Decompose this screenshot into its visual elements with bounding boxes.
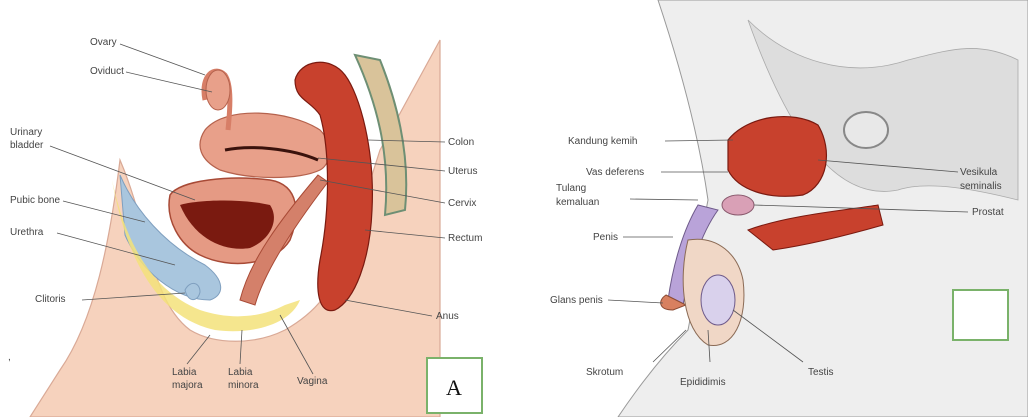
label-glans-penis: Glans penis [550, 295, 603, 306]
label-vas-deferens: Vas deferens [586, 167, 644, 178]
letter-box-empty [953, 290, 1008, 340]
label-kandung-kemih: Kandung kemih [568, 136, 638, 147]
female-anatomy-figure: Ovary Oviduct Urinary bladder Pubic bone… [0, 0, 500, 417]
label-anus: Anus [436, 311, 459, 322]
letter-box-a-text: A [446, 375, 462, 400]
prostate-shape [722, 195, 754, 215]
label-urinary-bladder-line1: Urinary [10, 127, 42, 138]
label-vesikula-line1: Vesikula [960, 167, 998, 178]
male-anatomy-panel: Kandung kemih Vas deferens Tulang kemalu… [548, 0, 1028, 417]
label-tulang-kemaluan-line1: Tulang [556, 183, 586, 194]
label-rectum: Rectum [448, 233, 482, 244]
label-skrotum: Skrotum [586, 367, 623, 378]
bladder-shape-male [728, 117, 826, 197]
label-colon: Colon [448, 137, 474, 148]
label-testis: Testis [808, 367, 834, 378]
stray-mark: , [8, 352, 11, 363]
label-pubic-bone: Pubic bone [10, 195, 60, 206]
label-labia-minora-line2: minora [228, 380, 259, 391]
label-labia-minora-line1: Labia [228, 367, 253, 378]
label-prostat: Prostat [972, 207, 1004, 218]
label-labia-majora-line2: majora [172, 380, 203, 391]
label-vagina: Vagina [297, 376, 328, 387]
female-anatomy-panel: Ovary Oviduct Urinary bladder Pubic bone… [0, 0, 500, 417]
label-uterus: Uterus [448, 166, 477, 177]
label-vesikula-line2: seminalis [960, 181, 1002, 192]
ovary-shape [206, 70, 230, 110]
label-epididimis: Epididimis [680, 377, 726, 388]
male-anatomy-figure: Kandung kemih Vas deferens Tulang kemalu… [548, 0, 1028, 417]
pelvic-ring-sketch [844, 112, 888, 148]
label-penis: Penis [593, 232, 618, 243]
testis-shape [701, 275, 735, 325]
label-oviduct: Oviduct [90, 66, 124, 77]
label-tulang-kemaluan-line2: kemaluan [556, 197, 599, 208]
label-cervix: Cervix [448, 198, 476, 209]
clitoris-shape [185, 283, 200, 299]
label-urethra: Urethra [10, 227, 44, 238]
colon-shape [295, 62, 372, 310]
label-ovary: Ovary [90, 37, 117, 48]
uterus-shape [200, 113, 329, 177]
label-labia-majora-line1: Labia [172, 367, 197, 378]
label-urinary-bladder-line2: bladder [10, 140, 44, 151]
label-clitoris: Clitoris [35, 294, 66, 305]
